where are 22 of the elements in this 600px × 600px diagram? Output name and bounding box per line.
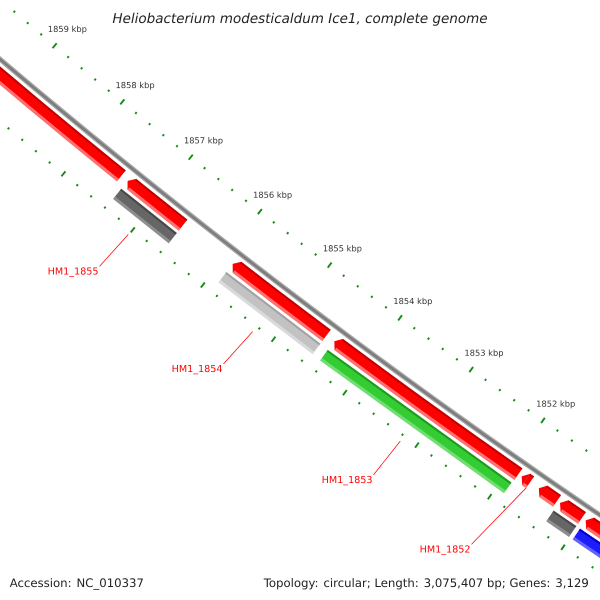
gene-label: HM1_1853 [322, 476, 372, 486]
footer-text: Topology: circular; Length: 3,075,407 bp; Genes: 3,129 [264, 578, 588, 590]
leader-line [223, 331, 254, 364]
tick-label: 1852 kbp [537, 400, 575, 408]
gene-label: HM1_1852 [420, 545, 470, 555]
tick-label: 1853 kbp [465, 349, 504, 358]
gene-label: HM1_1855 [48, 267, 98, 277]
gene-bar [113, 188, 177, 244]
leader-line [99, 234, 129, 267]
tick-label: 1856 kbp [254, 191, 292, 200]
tick-label: 1854 kbp [394, 298, 432, 306]
tick-label: 1855 kbp [324, 245, 362, 254]
footer-text: Accession: NC_010337 [10, 578, 143, 590]
tick-label: 1859 kbp [48, 26, 86, 34]
gene-bar [320, 350, 512, 494]
tick-label: 1857 kbp [184, 137, 223, 146]
leader-line [373, 440, 401, 476]
tick-label: 1858 kbp [116, 82, 154, 90]
title: Heliobacterium modesticaldum Ice1, complete genome [112, 12, 487, 26]
gene-feature [522, 474, 534, 488]
gene-label: HM1_1854 [172, 364, 222, 374]
gene-bar [218, 272, 320, 354]
